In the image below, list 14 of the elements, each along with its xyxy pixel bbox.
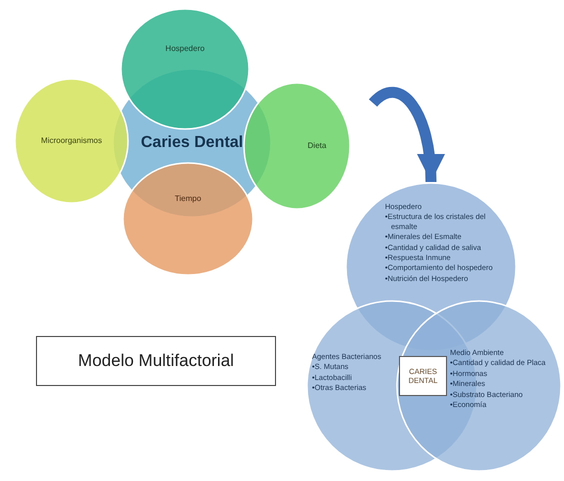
label-box: [399, 356, 447, 396]
node-label: Caries Dental: [140, 133, 244, 153]
venn-circle: [396, 300, 562, 472]
node-label: Hospedero: [165, 44, 205, 54]
curved-arrow: [369, 86, 444, 182]
venn-circle: [120, 8, 250, 130]
node-label: Microorganismos: [41, 136, 102, 146]
venn-circle: [14, 78, 129, 204]
title-box: [36, 336, 276, 386]
venn-circle: [122, 162, 254, 276]
node-label: Tiempo: [174, 194, 202, 204]
node-label: Modelo Multifactorial: [78, 350, 234, 372]
venn-circle: [243, 82, 351, 210]
node-label: Dieta: [308, 141, 326, 151]
